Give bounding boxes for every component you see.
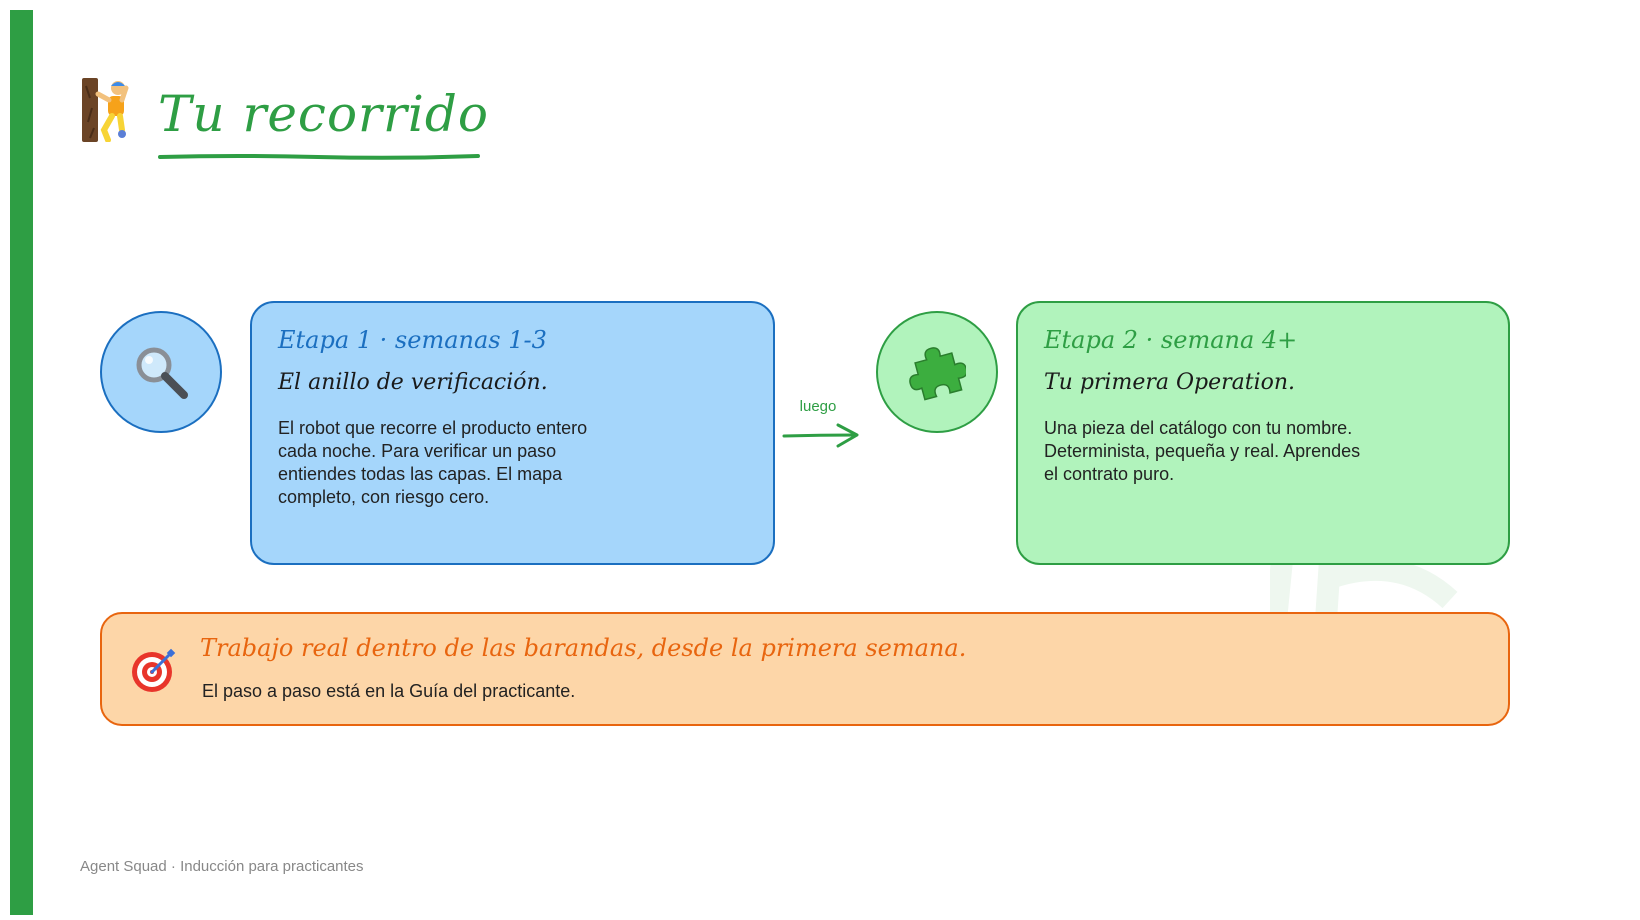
target-icon xyxy=(132,648,176,692)
puzzle-piece-icon xyxy=(909,347,966,401)
connector-label: luego xyxy=(799,398,837,415)
callout-box: Trabajo real dentro de las barandas, des… xyxy=(100,612,1510,726)
stage-1-kicker: Etapa 1 · semanas 1-3 xyxy=(278,326,547,354)
stage-1-card: Etapa 1 · semanas 1-3 El anillo de verif… xyxy=(250,301,775,565)
accent-side-bar xyxy=(10,10,33,915)
stage-1-body: El robot que recorre el producto entero … xyxy=(278,418,588,507)
stage-2-icon-circle xyxy=(876,311,998,433)
stage-2-heading: Tu primera Operation. xyxy=(1044,370,1296,395)
stage-2-kicker: Etapa 2 · semana 4+ xyxy=(1044,326,1298,354)
person-climbing-icon xyxy=(82,78,130,143)
stage-1-heading: El anillo de verificación. xyxy=(278,370,548,395)
stage-2-card: Etapa 2 · semana 4+ Tu primera Operation… xyxy=(1016,301,1510,565)
title-underline xyxy=(158,154,480,160)
callout-text: El paso a paso está en la Guía del pract… xyxy=(202,681,576,701)
callout-title: Trabajo real dentro de las barandas, des… xyxy=(200,634,967,662)
stage-2-body: Una pieza del catálogo con tu nombre. De… xyxy=(1044,418,1361,484)
footer-text: Agent Squad · Inducción para practicante… xyxy=(80,858,364,875)
magnifying-glass-icon xyxy=(136,347,188,399)
watermark-decoration xyxy=(1270,560,1458,620)
page-title: Tu recorrido xyxy=(158,85,489,143)
stage-1-icon-circle xyxy=(100,311,222,433)
arrow-right-icon xyxy=(782,423,859,448)
